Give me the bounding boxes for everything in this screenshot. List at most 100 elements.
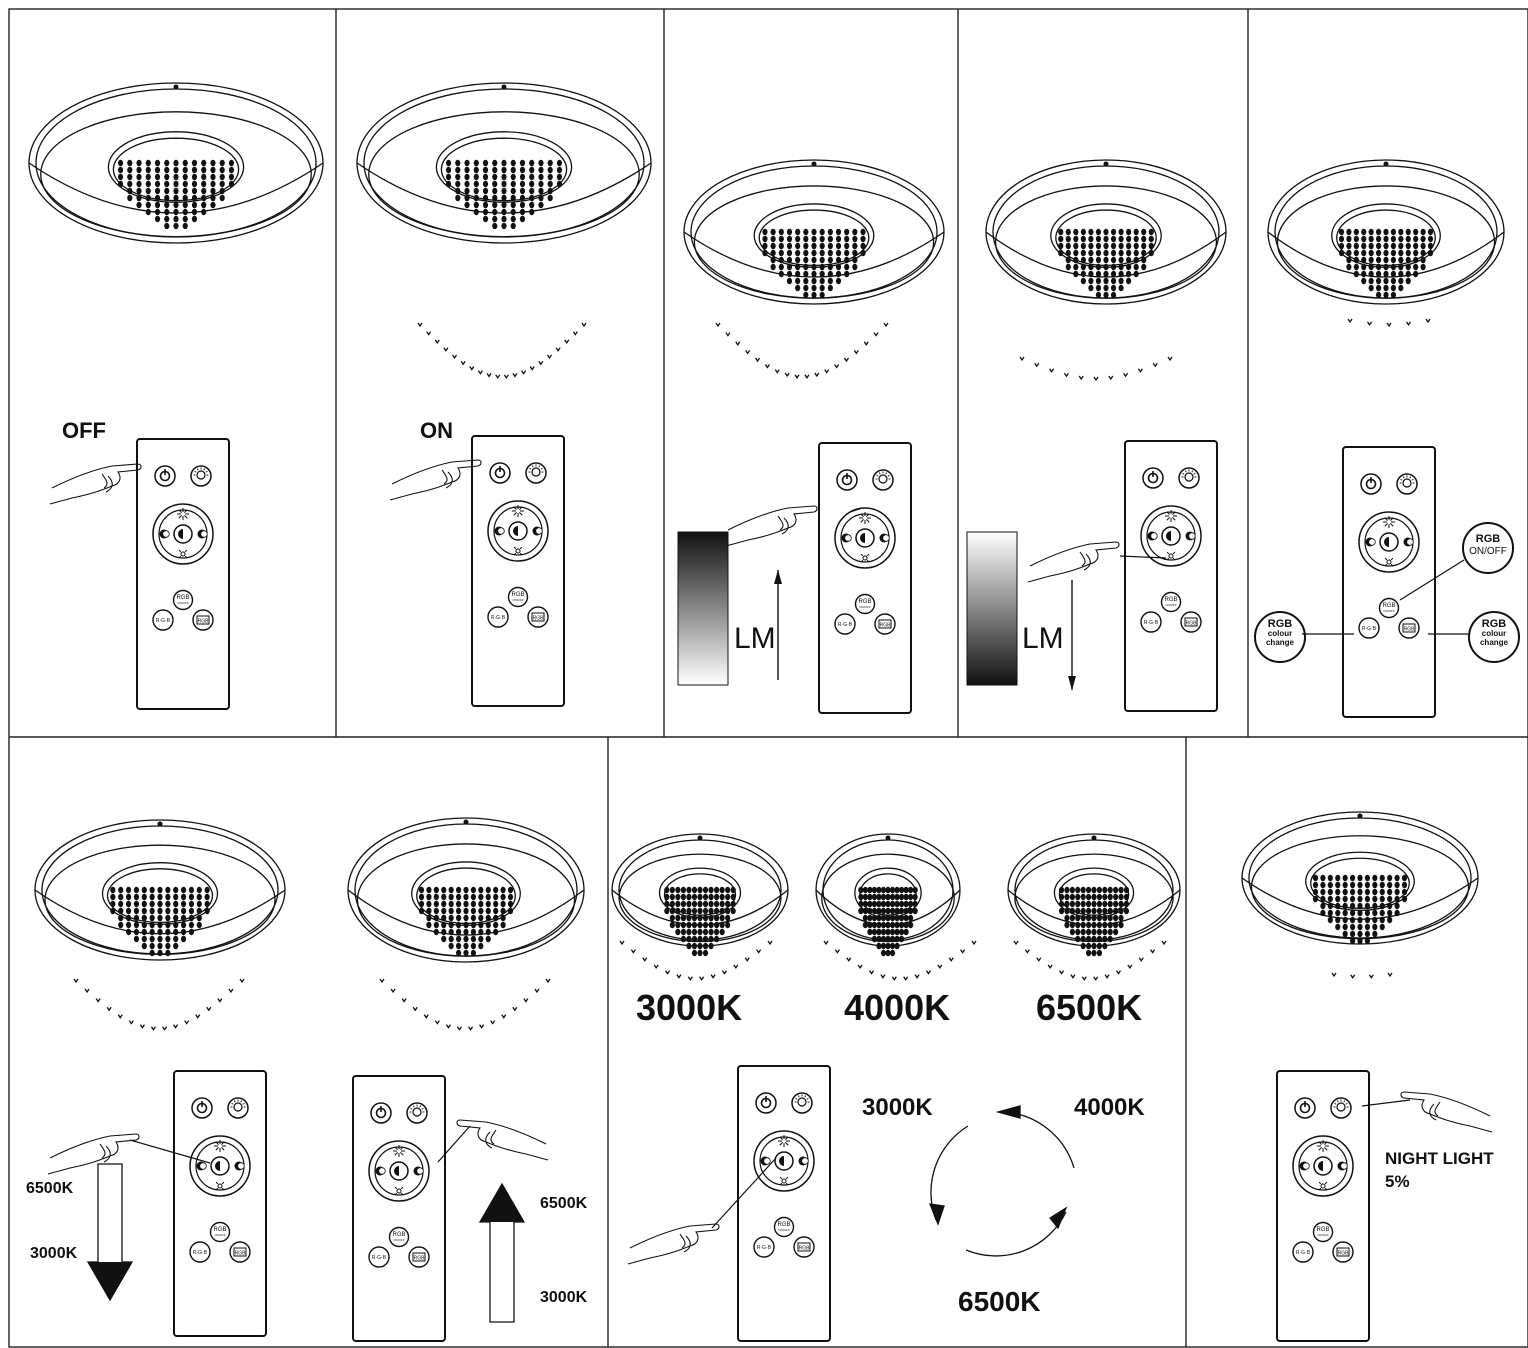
callout-rgb-colour-right: RGB colour change bbox=[1468, 611, 1520, 663]
svg-text:R·G·B: R·G·B bbox=[757, 1245, 772, 1251]
svg-text:RGB: RGB bbox=[1316, 1227, 1329, 1233]
rgb-cycle-button[interactable]: R·G·B bbox=[152, 609, 174, 631]
svg-text:RGB: RGB bbox=[176, 595, 189, 601]
rgb-mode-button[interactable]: RGB bbox=[1180, 611, 1202, 633]
power-button[interactable] bbox=[489, 462, 511, 484]
cct-dial[interactable] bbox=[152, 503, 214, 565]
rgb-cycle-button[interactable]: R·G·B bbox=[368, 1246, 390, 1268]
svg-text:RGB: RGB bbox=[1382, 603, 1395, 609]
cct-dial[interactable] bbox=[368, 1140, 430, 1202]
rgb-mode-button[interactable]: RGB bbox=[1332, 1241, 1354, 1263]
night-light-button[interactable] bbox=[227, 1097, 249, 1119]
lamp-brightness-up bbox=[683, 159, 945, 305]
label-cycle-4000k: 4000K bbox=[1074, 1094, 1145, 1121]
svg-text:ON/OFF: ON/OFF bbox=[1317, 1233, 1328, 1237]
svg-text:ON/OFF: ON/OFF bbox=[214, 1233, 225, 1237]
svg-text:RGB: RGB bbox=[777, 1222, 790, 1228]
rgb-mode-button[interactable]: RGB bbox=[408, 1246, 430, 1268]
night-light-button[interactable] bbox=[872, 469, 894, 491]
cct-dial[interactable] bbox=[189, 1135, 251, 1197]
rgb-mode-button[interactable]: RGB bbox=[229, 1241, 251, 1263]
callout-rgb-colour-left: RGB colour change bbox=[1254, 611, 1306, 663]
svg-text:R·G·B: R·G·B bbox=[193, 1250, 208, 1256]
rgb-cycle-button[interactable]: R·G·B bbox=[1140, 611, 1162, 633]
rgb-cycle-button[interactable]: R·G·B bbox=[753, 1236, 775, 1258]
svg-text:RGB: RGB bbox=[799, 1246, 811, 1252]
label-on: ON bbox=[420, 418, 453, 443]
night-light-button[interactable] bbox=[406, 1102, 428, 1124]
rgb-mode-button[interactable]: RGB bbox=[793, 1236, 815, 1258]
night-light-button[interactable] bbox=[791, 1092, 813, 1114]
cct-dial[interactable] bbox=[1292, 1135, 1354, 1197]
svg-text:ON/OFF: ON/OFF bbox=[512, 598, 523, 602]
svg-text:ON/OFF: ON/OFF bbox=[177, 601, 188, 605]
label-cct-down-top: 6500K bbox=[26, 1180, 74, 1197]
rgb-mode-button[interactable]: RGB bbox=[874, 613, 896, 635]
power-button[interactable] bbox=[1294, 1097, 1316, 1119]
svg-text:RGB: RGB bbox=[392, 1232, 405, 1238]
svg-text:RGB: RGB bbox=[533, 616, 545, 622]
label-lm-up: LM bbox=[734, 622, 776, 655]
rgb-mode-button[interactable]: RGB bbox=[527, 606, 549, 628]
night-light-button[interactable] bbox=[1330, 1097, 1352, 1119]
power-button[interactable] bbox=[154, 465, 176, 487]
lamp-3000k bbox=[611, 833, 789, 957]
night-light-button[interactable] bbox=[1178, 467, 1200, 489]
svg-text:ON/OFF: ON/OFF bbox=[1383, 609, 1394, 613]
svg-text:ON/OFF: ON/OFF bbox=[859, 605, 870, 609]
svg-text:RGB: RGB bbox=[1164, 597, 1177, 603]
lamp-6500k bbox=[1007, 833, 1181, 957]
power-button[interactable] bbox=[1360, 473, 1382, 495]
svg-text:R·G·B: R·G·B bbox=[1296, 1250, 1311, 1256]
label-night-light: NIGHT LIGHT bbox=[1385, 1149, 1494, 1168]
rgb-cycle-button[interactable]: R·G·B bbox=[487, 606, 509, 628]
rgb-cycle-button[interactable]: R·G·B bbox=[1358, 617, 1380, 639]
svg-text:ON/OFF: ON/OFF bbox=[1165, 603, 1176, 607]
power-button[interactable] bbox=[755, 1092, 777, 1114]
svg-text:R·G·B: R·G·B bbox=[372, 1255, 387, 1261]
cct-dial[interactable] bbox=[1358, 511, 1420, 573]
svg-text:RGB: RGB bbox=[235, 1251, 247, 1257]
power-button[interactable] bbox=[1142, 467, 1164, 489]
lamp-rgb bbox=[1267, 159, 1505, 305]
label-cct-down-bottom: 3000K bbox=[30, 1245, 78, 1262]
night-light-button[interactable] bbox=[525, 462, 547, 484]
cct-dial[interactable] bbox=[753, 1130, 815, 1192]
svg-text:RGB: RGB bbox=[511, 592, 524, 598]
rgb-cycle-button[interactable]: R·G·B bbox=[1292, 1241, 1314, 1263]
power-button[interactable] bbox=[191, 1097, 213, 1119]
lamp-on bbox=[356, 82, 652, 244]
rgb-mode-button[interactable]: RGB bbox=[192, 609, 214, 631]
svg-text:ON/OFF: ON/OFF bbox=[393, 1238, 404, 1242]
power-button[interactable] bbox=[370, 1102, 392, 1124]
svg-text:RGB: RGB bbox=[198, 619, 210, 625]
svg-text:RGB: RGB bbox=[213, 1227, 226, 1233]
svg-text:R·G·B: R·G·B bbox=[491, 615, 506, 621]
night-light-button[interactable] bbox=[1396, 473, 1418, 495]
cct-dial[interactable] bbox=[1140, 505, 1202, 567]
rgb-cycle-button[interactable]: R·G·B bbox=[189, 1241, 211, 1263]
callout-rgb-onoff: RGB ON/OFF bbox=[1462, 522, 1514, 574]
lamp-brightness-down bbox=[985, 159, 1227, 305]
label-cct-up-bottom: 3000K bbox=[540, 1289, 588, 1306]
rgb-mode-button[interactable]: RGB bbox=[1398, 617, 1420, 639]
label-cct-up-top: 6500K bbox=[540, 1195, 588, 1212]
power-button[interactable] bbox=[836, 469, 858, 491]
cct-dial[interactable] bbox=[834, 507, 896, 569]
night-light-button[interactable] bbox=[190, 465, 212, 487]
svg-text:R·G·B: R·G·B bbox=[1144, 620, 1159, 626]
cct-dial[interactable] bbox=[487, 500, 549, 562]
rgb-cycle-button[interactable]: R·G·B bbox=[834, 613, 856, 635]
